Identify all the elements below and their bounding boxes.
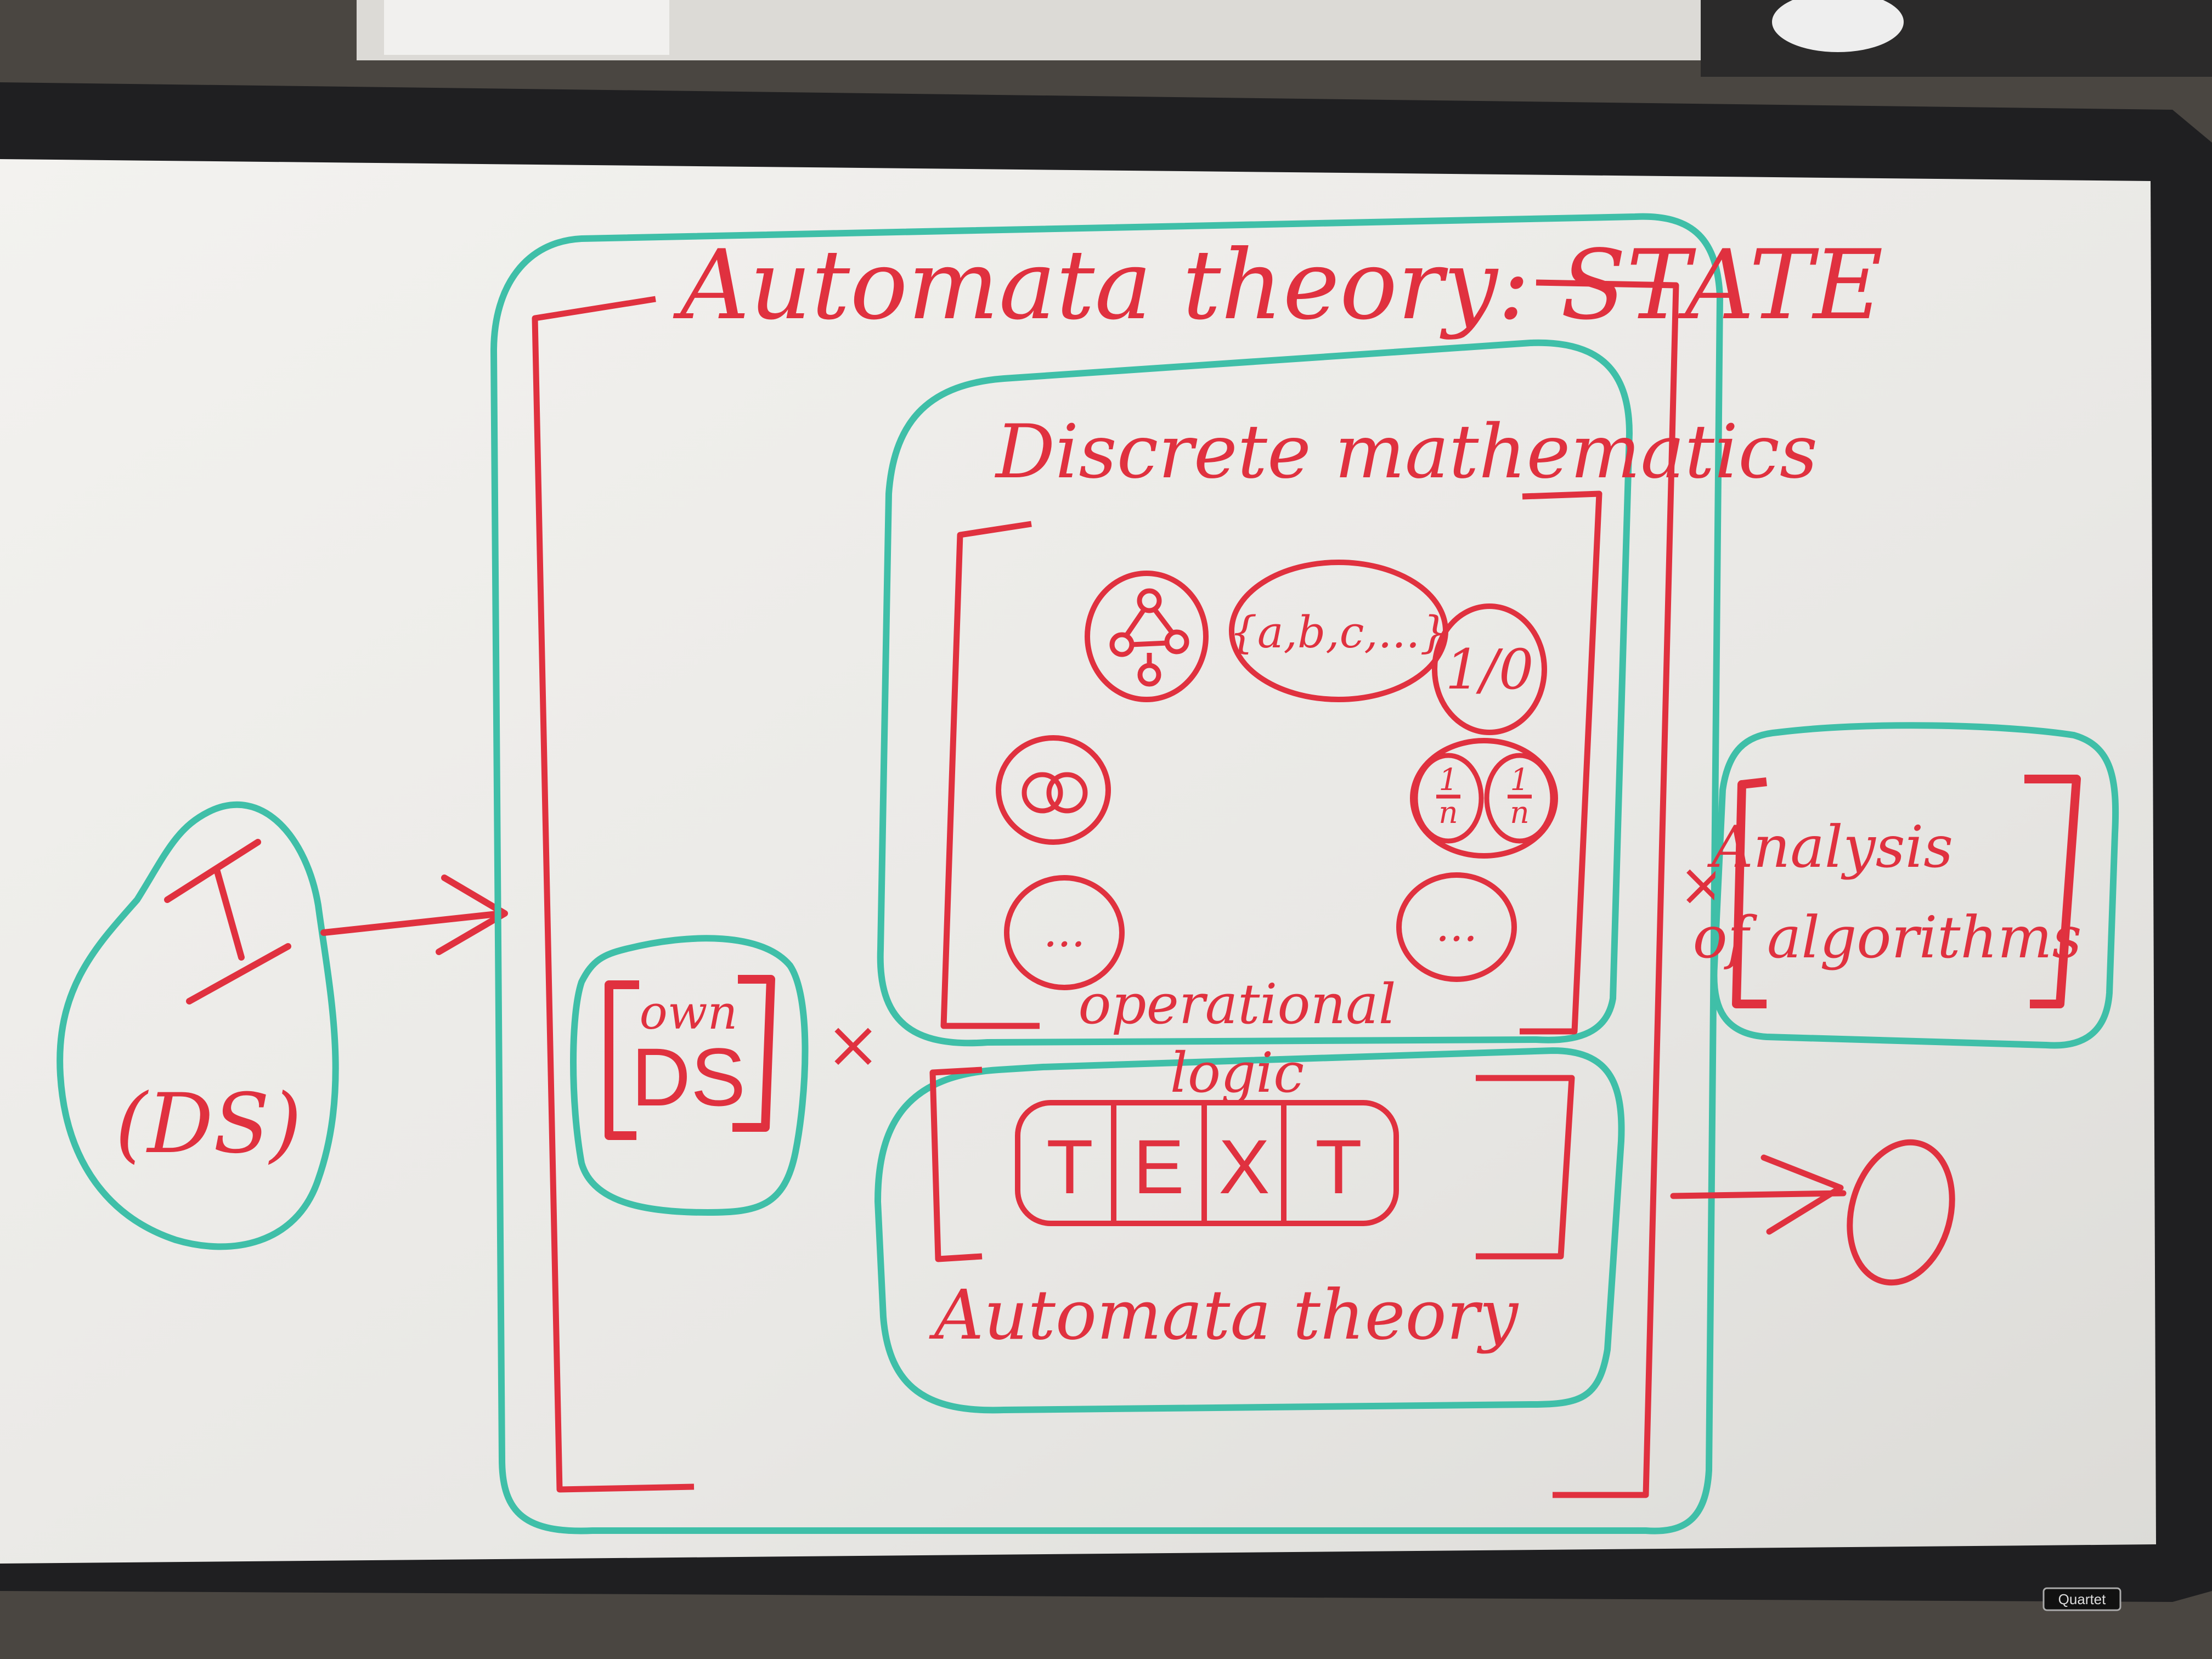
brand-badge: Quartet <box>2042 1587 2121 1611</box>
binary-icon: 1/0 <box>1432 603 1547 735</box>
main-title: Automata theory: STATE <box>673 230 1883 341</box>
fraction-denominator-left: n <box>1438 795 1458 830</box>
own-ds-bottom: DS <box>631 1031 746 1123</box>
tape-cell-4: T <box>1315 1124 1362 1210</box>
fraction-denominator-right: n <box>1510 795 1529 830</box>
tape-cell-1: T <box>1046 1124 1093 1210</box>
analysis-box: Analysis of algorithms <box>1692 722 2119 1049</box>
ellipsis-icon-left: ... <box>1004 875 1125 990</box>
main-state-box <box>490 213 1724 1534</box>
input-arrow <box>320 874 508 955</box>
fraction-numerator-left: 1 <box>1439 762 1458 797</box>
main-state-bracket <box>532 279 1679 1498</box>
analysis-line2: of algorithms <box>1692 904 2081 971</box>
fraction-numerator-right: 1 <box>1510 762 1530 797</box>
output-circle <box>1847 1139 1955 1286</box>
automata-theory-label: Automata theory <box>929 1276 1519 1355</box>
set-notation-icon: {a,b,c,...} <box>1229 560 1448 702</box>
discrete-math-title: Discrete mathematics <box>994 409 1818 495</box>
automata-bracket <box>929 1066 1575 1262</box>
ellipsis-label-right: ... <box>1436 900 1477 951</box>
tape-cell-2: E <box>1133 1124 1184 1210</box>
analysis-line1: Analysis <box>1707 814 1953 881</box>
automata-theory-box <box>874 1047 1625 1414</box>
text-tape: T E X T <box>1015 1100 1399 1226</box>
input-label: (DS) <box>115 1076 302 1172</box>
own-ds-box: own DS <box>570 935 809 1216</box>
output-arrow <box>1670 1154 1847 1235</box>
graph-icon <box>1085 571 1209 702</box>
discrete-math-bracket <box>940 490 1602 1035</box>
input-blob: (DS) <box>57 801 339 1250</box>
ellipsis-icon-right: ... <box>1396 872 1517 982</box>
operational-logic-line2: logic <box>1170 1041 1304 1105</box>
tape-cell-3: X <box>1218 1124 1269 1210</box>
brand-label: Quartet <box>2058 1591 2106 1607</box>
venn-diagram-icon <box>996 735 1111 845</box>
operational-logic-line1: operational <box>1078 972 1396 1036</box>
own-ds-top: own <box>640 986 738 1040</box>
ellipsis-label-left: ... <box>1043 906 1085 957</box>
input-symbol-I <box>164 839 291 1005</box>
discrete-math-box <box>877 339 1633 1047</box>
binary-label: 1/0 <box>1446 637 1534 702</box>
fraction-icon: 1 n 1 n <box>1410 738 1558 859</box>
times-symbol-left: × <box>826 1007 881 1083</box>
set-notation-label: {a,b,c,...} <box>1229 607 1448 658</box>
